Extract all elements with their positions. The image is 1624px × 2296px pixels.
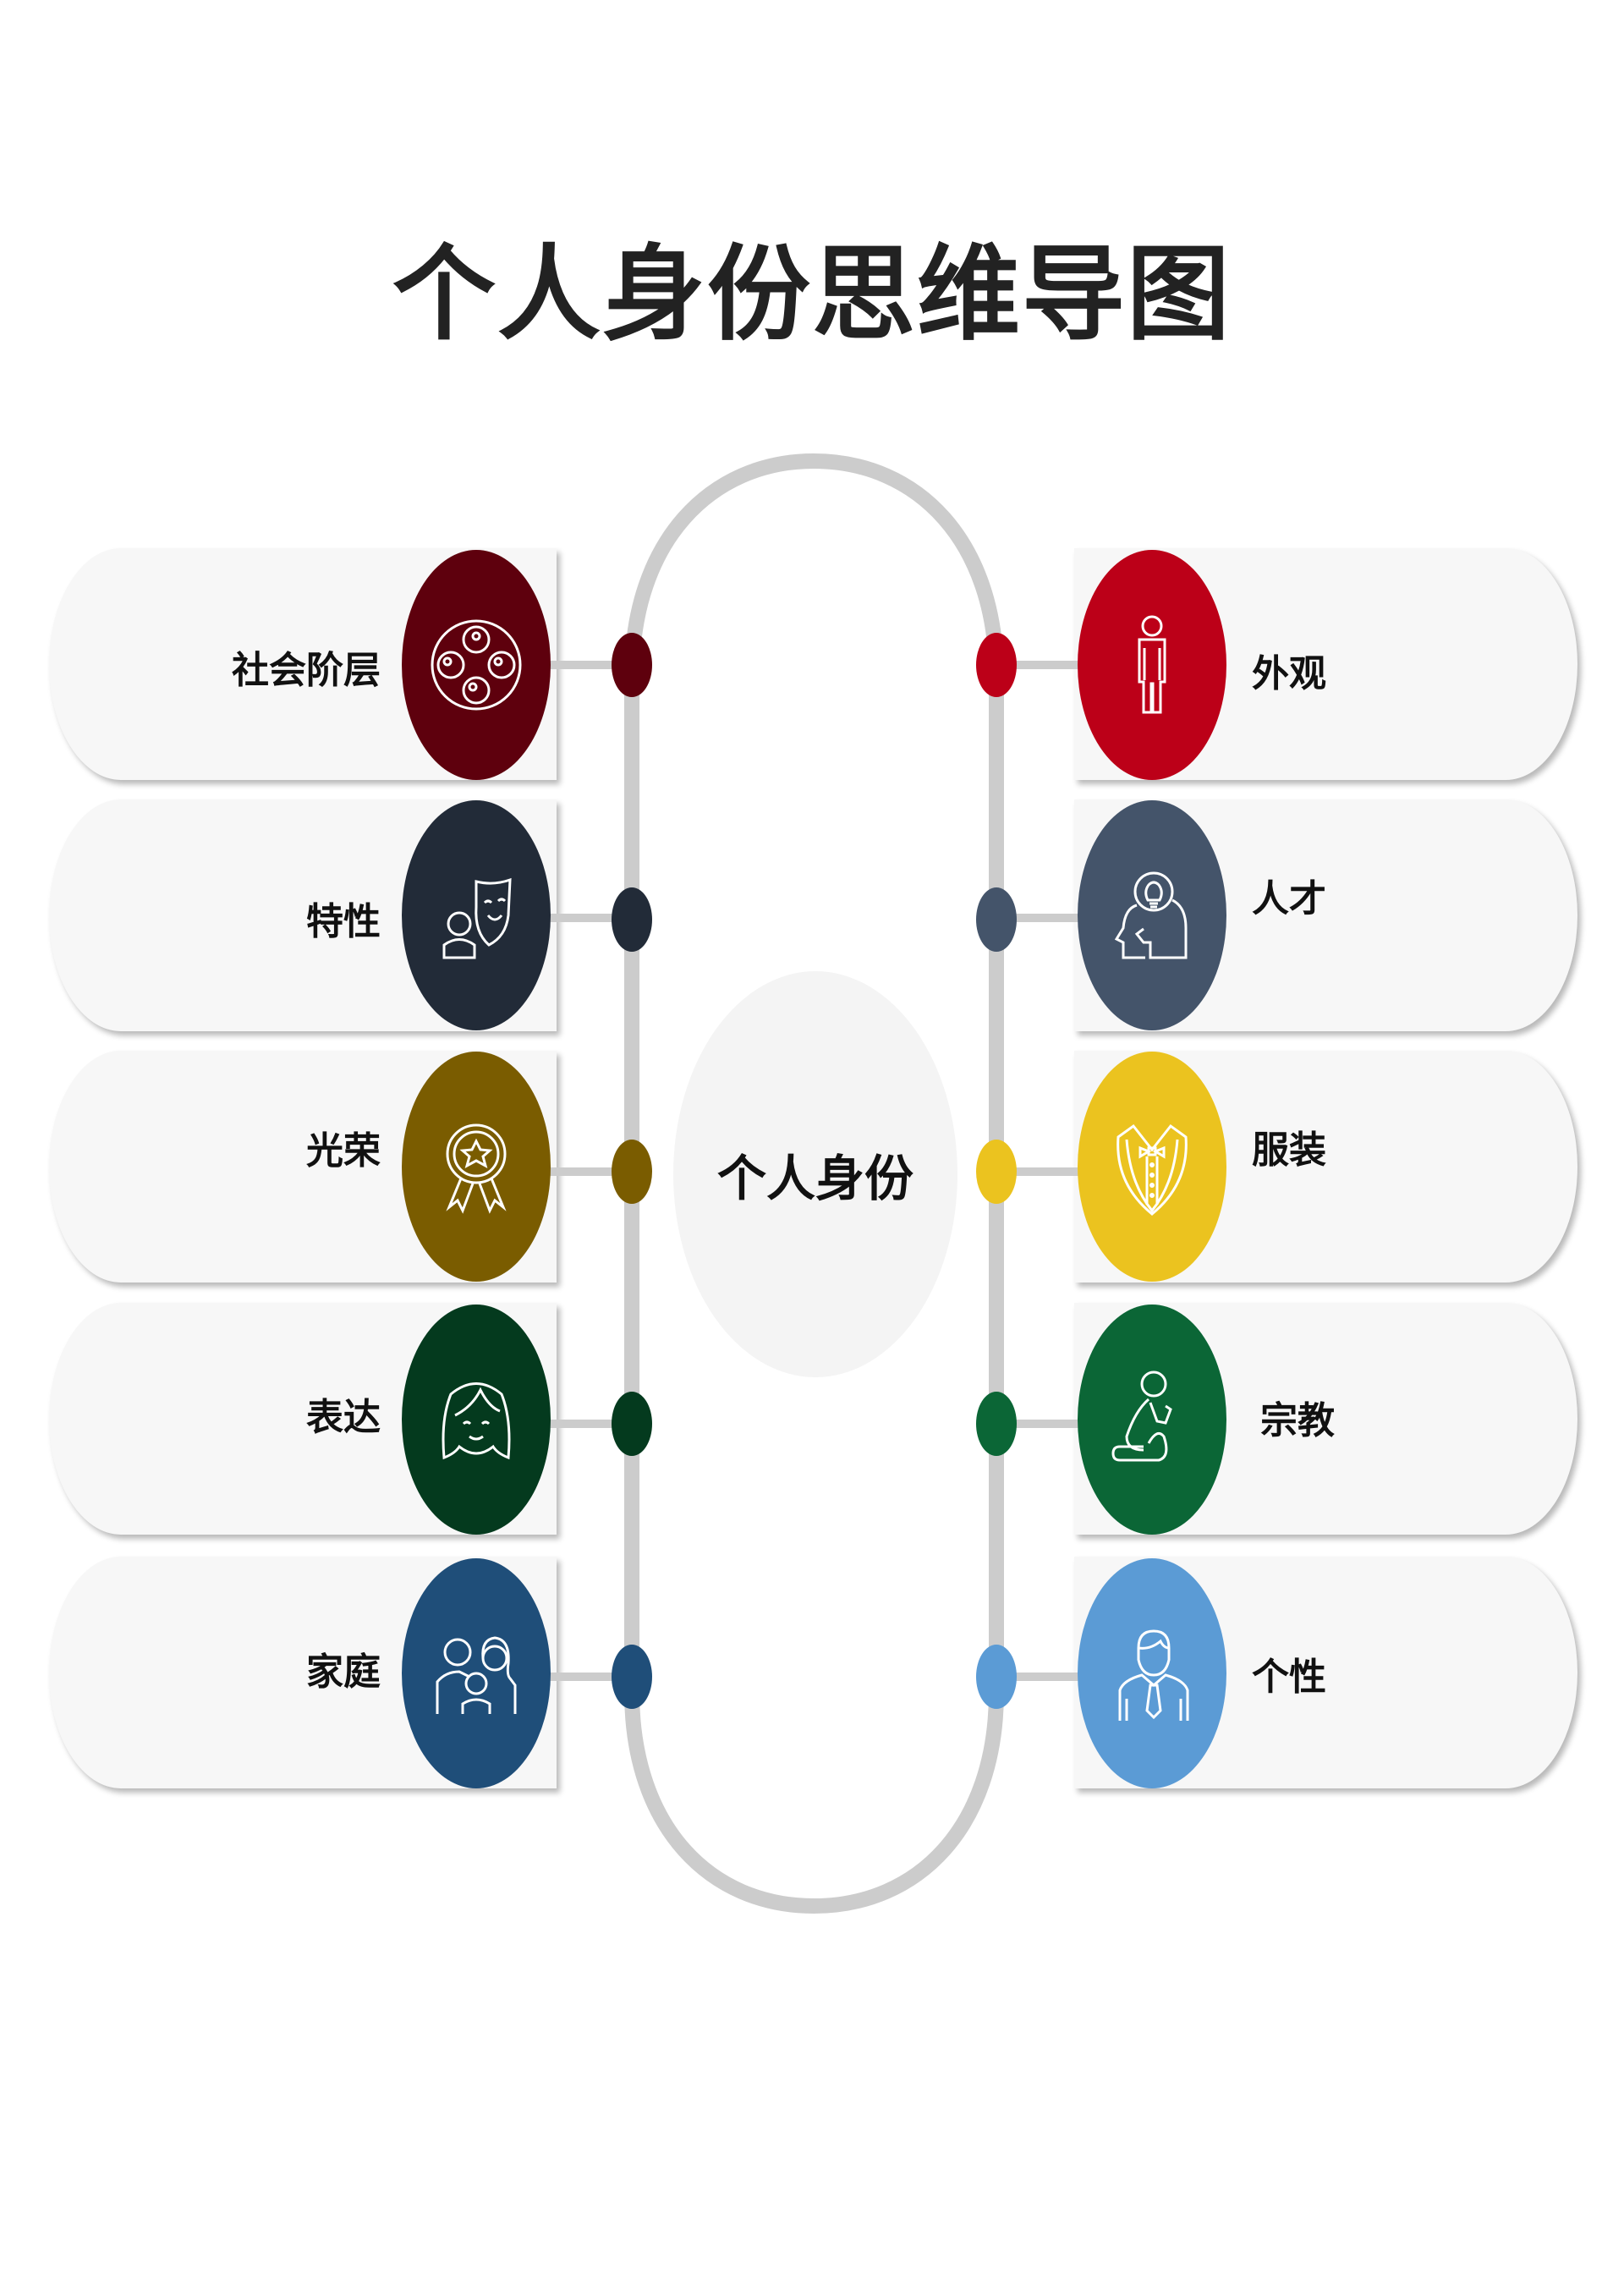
central-topic[interactable]: 个人身份 <box>673 971 957 1377</box>
businessman-tie-icon <box>1078 1558 1226 1788</box>
connector-line <box>550 661 634 669</box>
connector-line <box>998 661 1083 669</box>
branch-node-appearance[interactable] <box>976 633 1017 697</box>
connector-line <box>550 1673 634 1681</box>
connector-line <box>998 914 1083 922</box>
branch-label-social-class: 社会阶层 <box>232 649 381 692</box>
branch-node-religion[interactable] <box>976 1392 1017 1456</box>
connector-line <box>550 1167 634 1176</box>
social-class-people-circle-icon <box>402 550 551 780</box>
connector-line <box>998 1673 1083 1681</box>
central-topic-label: 个人身份 <box>716 1150 914 1207</box>
connector-line <box>550 914 634 922</box>
connector-line <box>550 1420 634 1428</box>
branch-node-honor[interactable] <box>612 1140 652 1204</box>
smiling-woman-face-icon <box>402 1305 551 1535</box>
head-lightbulb-icon <box>1078 800 1226 1030</box>
tuxedo-bowtie-icon <box>1078 1052 1226 1282</box>
branch-label-clothing: 服装 <box>1252 1129 1326 1172</box>
branch-label-expression: 表达 <box>306 1396 381 1439</box>
standing-person-icon <box>1078 550 1226 780</box>
branch-label-personality: 个性 <box>1252 1656 1326 1699</box>
branch-label-talent: 人才 <box>1252 877 1326 920</box>
theatre-mask-person-icon <box>402 800 551 1030</box>
family-group-icon <box>402 1558 551 1788</box>
branch-label-appearance: 外观 <box>1252 652 1326 695</box>
branch-node-traits[interactable] <box>612 887 652 952</box>
connector-line <box>998 1167 1083 1176</box>
branch-node-social-class[interactable] <box>612 633 652 697</box>
award-medal-star-icon <box>402 1052 551 1282</box>
branch-node-clothing[interactable] <box>976 1140 1017 1204</box>
branch-node-expression[interactable] <box>612 1392 652 1456</box>
page-title: 个人身份思维导图 <box>392 234 1232 354</box>
connector-line <box>998 1420 1083 1428</box>
branch-label-family: 家庭 <box>306 1651 381 1694</box>
branch-node-talent[interactable] <box>976 887 1017 952</box>
branch-node-family[interactable] <box>612 1645 652 1709</box>
kneeling-prayer-icon <box>1078 1305 1226 1535</box>
branch-label-traits: 特性 <box>306 900 381 943</box>
branch-node-personality[interactable] <box>976 1645 1017 1709</box>
branch-label-religion: 宗教 <box>1260 1399 1335 1442</box>
branch-label-honor: 光荣 <box>306 1129 381 1173</box>
